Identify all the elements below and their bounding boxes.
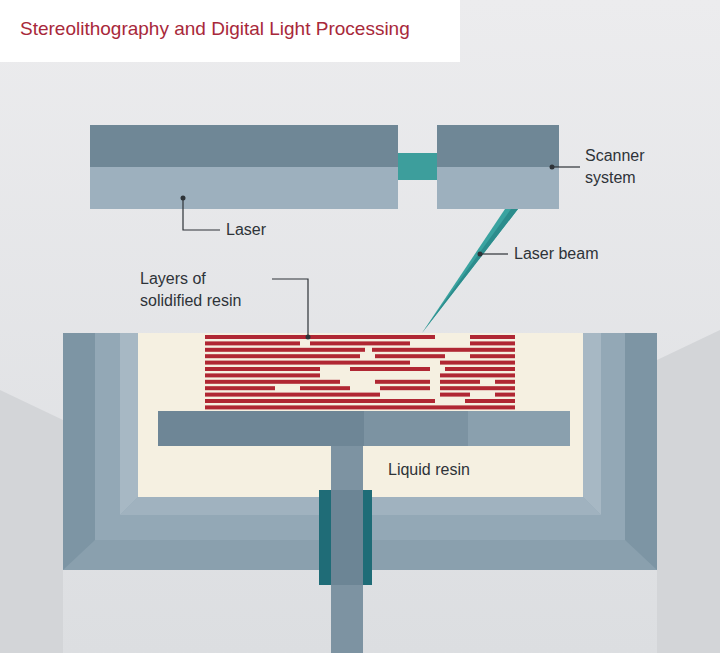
leader-line bbox=[480, 253, 508, 254]
solidified-layer bbox=[205, 399, 435, 403]
solidified-layer bbox=[205, 405, 515, 409]
laser-beam bbox=[422, 209, 518, 333]
resin-vat-inner bbox=[583, 333, 601, 515]
background-hill bbox=[0, 390, 63, 653]
solidified-layer bbox=[440, 386, 515, 390]
solidified-layer bbox=[440, 373, 515, 377]
solidified-layer bbox=[440, 380, 480, 384]
solidified-layer bbox=[310, 341, 410, 345]
solidified-layer bbox=[380, 386, 430, 390]
solidified-layer bbox=[495, 393, 515, 397]
solidified-layer bbox=[445, 367, 515, 371]
part-label: Scanner system bbox=[585, 145, 665, 189]
solidified-layer bbox=[350, 367, 430, 371]
solidified-layer bbox=[372, 348, 515, 352]
solidified-layer bbox=[470, 335, 515, 339]
laser-housing bbox=[90, 125, 398, 167]
diagram-title: Stereolithography and Digital Light Proc… bbox=[20, 17, 410, 41]
elevator-shaft bbox=[331, 446, 363, 653]
solidified-layer bbox=[205, 335, 435, 339]
part-label: Laser bbox=[226, 219, 326, 241]
title-panel bbox=[0, 0, 460, 62]
leader-dot bbox=[550, 165, 555, 170]
laser-housing bbox=[90, 167, 398, 209]
solidified-layer bbox=[205, 373, 320, 377]
elevator-shaft bbox=[331, 490, 363, 585]
leader-line bbox=[183, 198, 220, 230]
leader-line bbox=[552, 166, 580, 167]
leader-dot bbox=[478, 252, 483, 257]
part-label: Layers of solidified resin bbox=[140, 268, 270, 312]
solidified-layer bbox=[205, 354, 360, 358]
build-platform bbox=[158, 411, 570, 446]
leader-dot bbox=[181, 196, 186, 201]
scanner-housing bbox=[437, 125, 559, 167]
solidified-layer bbox=[205, 341, 300, 345]
solidified-layer bbox=[205, 380, 340, 384]
laser-coupler bbox=[398, 153, 437, 180]
solidified-layer bbox=[375, 354, 445, 358]
resin-layers bbox=[205, 335, 515, 409]
part-label: Liquid resin bbox=[388, 459, 548, 481]
solidified-layer bbox=[205, 393, 380, 397]
build-platform bbox=[468, 411, 570, 446]
solidified-layer bbox=[300, 361, 410, 365]
leader-dot bbox=[306, 335, 311, 340]
solidified-layer bbox=[495, 380, 515, 384]
solidified-layer bbox=[470, 354, 515, 358]
scanner-housing bbox=[437, 167, 559, 209]
part-label: Laser beam bbox=[514, 243, 674, 265]
solidified-layer bbox=[470, 341, 515, 345]
solidified-layer bbox=[465, 399, 515, 403]
background-hill bbox=[657, 330, 720, 653]
solidified-layer bbox=[440, 393, 470, 397]
solidified-layer bbox=[205, 367, 320, 371]
solidified-layer bbox=[440, 361, 515, 365]
solidified-layer bbox=[300, 386, 350, 390]
solidified-layer bbox=[205, 348, 365, 352]
laser-beam-shade bbox=[422, 209, 518, 333]
shaft-collar bbox=[319, 490, 372, 585]
solidified-layer bbox=[375, 380, 430, 384]
resin-vat-inner bbox=[120, 333, 138, 515]
solidified-layer bbox=[205, 386, 275, 390]
leader-line bbox=[272, 279, 308, 337]
build-platform bbox=[364, 411, 468, 446]
solidified-layer bbox=[205, 361, 300, 365]
